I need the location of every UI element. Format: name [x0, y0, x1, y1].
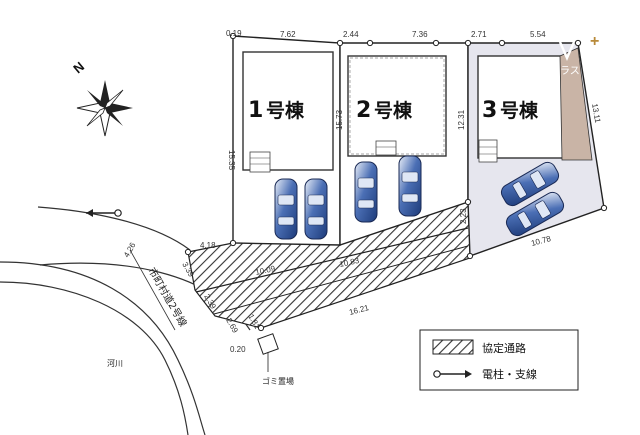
legend-hatch-swatch — [432, 339, 474, 355]
entrance-step-2 — [375, 140, 397, 156]
entrance-step-3 — [478, 139, 498, 163]
garbage-station — [257, 333, 279, 372]
garbage-label: ゴミ置場 — [262, 376, 294, 386]
legend-pole-symbol — [433, 370, 472, 378]
house-3-suffix: 号棟 — [500, 99, 539, 122]
legend: 協定通路 電柱・支線 — [419, 329, 579, 391]
river-bank-outer — [0, 261, 206, 435]
building-1 — [242, 51, 334, 171]
dim-corner-front: 2.23 — [459, 208, 468, 224]
dim-left-side: 15.35 — [227, 150, 236, 171]
dim-front-right: 10.78 — [530, 234, 552, 248]
house-2-suffix: 号棟 — [374, 99, 413, 122]
dim-top-3: 2.44 — [343, 30, 359, 39]
dim-road-2: 10.83 — [339, 256, 361, 269]
dim-road-1: 10.09 — [255, 264, 277, 277]
svg-text:ラス: ラス — [560, 65, 580, 77]
legend-utility-pole: 電柱・支線 — [482, 367, 537, 381]
dim-top-6: 5.54 — [530, 30, 546, 39]
north-compass — [76, 80, 133, 137]
dim-top-2: 7.62 — [280, 30, 296, 39]
building-2 — [347, 55, 447, 157]
entrance-step-1 — [249, 151, 271, 173]
house-2-number: 2 — [356, 98, 371, 123]
car-lot1-b — [304, 178, 328, 240]
north-label: N — [70, 59, 87, 77]
dim-front-left: 4.18 — [200, 241, 216, 250]
dim-road-width: 4.26 — [122, 241, 138, 259]
river-label: 河川 — [107, 358, 123, 368]
dim-bottom-small: 0.20 — [230, 345, 246, 354]
dim-lot3-side: 12.31 — [457, 109, 466, 130]
legend-private-road: 協定通路 — [482, 341, 526, 355]
dim-road-3: 16.21 — [348, 303, 370, 317]
watermark-logo: ラス + — [558, 33, 599, 77]
svg-text:+: + — [590, 33, 599, 50]
road-edge-upper — [37, 206, 191, 251]
utility-pole-symbol — [86, 209, 122, 217]
car-lot2-b — [398, 155, 422, 217]
car-lot2-a — [354, 161, 378, 223]
dim-lot2-side: 15.73 — [335, 109, 344, 130]
dim-top-5: 2.71 — [471, 30, 487, 39]
car-lot1-a — [274, 178, 298, 240]
lot-3-garden — [559, 47, 593, 161]
dim-top-1: 0.19 — [226, 29, 242, 38]
river-bank-inner — [0, 281, 189, 435]
house-1-number: 1 — [248, 98, 263, 123]
dim-top-4: 7.36 — [412, 30, 428, 39]
dim-right-side: 13.11 — [590, 103, 602, 124]
house-1-suffix: 号棟 — [266, 99, 305, 122]
house-3-number: 3 — [482, 98, 497, 123]
